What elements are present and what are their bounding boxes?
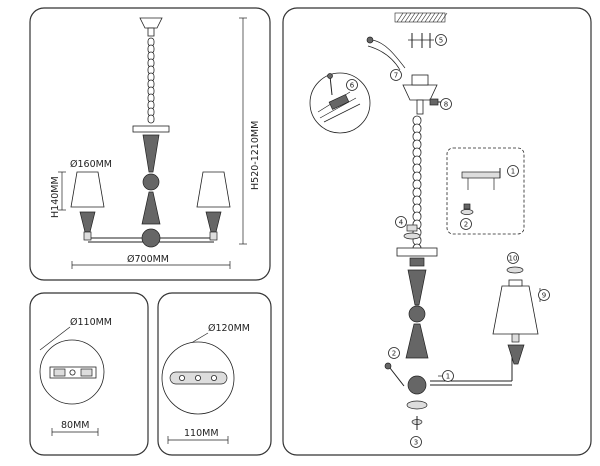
assembly-canopy — [402, 74, 438, 115]
step-3-nut — [411, 416, 423, 430]
step-5-screws — [408, 33, 434, 48]
assembly-central-body — [396, 247, 438, 410]
svg-text:7: 7 — [394, 72, 398, 80]
width-dimension: Ø700MM — [71, 254, 231, 269]
step-marker-5: 5 — [435, 34, 447, 46]
chandelier-front-view — [70, 17, 231, 248]
step-6-wiring-inset — [309, 72, 371, 134]
shade-height-dimension: H140MM — [50, 171, 66, 218]
canopy-b-mount-width-label: 110MM — [184, 428, 219, 439]
svg-text:8: 8 — [444, 101, 448, 109]
shade-diameter-dimension: Ø160MM — [70, 159, 112, 170]
canopy-a-top-view: Ø110MM 80MM — [39, 317, 112, 436]
svg-text:1: 1 — [446, 373, 450, 381]
step-2-screw — [384, 362, 405, 387]
width-label: Ø700MM — [127, 254, 169, 265]
chain-link — [147, 114, 155, 124]
step-marker-10: 10 — [507, 252, 519, 264]
step-marker-6: 6 — [346, 79, 358, 91]
step-marker-8: 8 — [440, 98, 452, 110]
canopy-a-mount-width-label: 80MM — [61, 420, 89, 431]
shade-diameter-label: Ø160MM — [70, 159, 112, 170]
height-dimension: H520-1210MM — [239, 17, 261, 245]
svg-text:2: 2 — [464, 221, 468, 229]
svg-text:10: 10 — [509, 255, 518, 263]
ceiling-hatch — [394, 12, 448, 23]
step-1-2-inset — [446, 147, 525, 235]
assembly-arm-lamp — [492, 266, 541, 365]
step-marker-3: 3 — [410, 436, 422, 448]
step-marker-2: 2 — [460, 218, 472, 230]
shade-height-label: H140MM — [50, 176, 61, 218]
canopy-b-diameter-label: Ø120MM — [208, 323, 250, 334]
svg-text:4: 4 — [399, 219, 404, 227]
step-marker-2-body: 2 — [388, 347, 400, 359]
svg-text:2: 2 — [392, 350, 396, 358]
step-4-nut — [403, 224, 421, 240]
svg-text:1: 1 — [511, 168, 515, 176]
assembly-chain — [412, 115, 422, 254]
svg-text:9: 9 — [542, 292, 546, 300]
svg-text:5: 5 — [439, 37, 443, 45]
canopy-b-top-view: Ø120MM 110MM — [161, 323, 250, 444]
step-marker-9: 9 — [538, 289, 550, 301]
svg-text:6: 6 — [350, 82, 355, 90]
step-marker-7: 7 — [390, 69, 402, 81]
step-marker-1-arm: 1 — [442, 370, 454, 382]
step-marker-4: 4 — [395, 216, 407, 228]
canopy-a-diameter-label: Ø110MM — [70, 317, 112, 328]
height-range-label: H520-1210MM — [250, 121, 261, 190]
step-marker-1: 1 — [507, 165, 519, 177]
svg-text:3: 3 — [414, 439, 418, 447]
